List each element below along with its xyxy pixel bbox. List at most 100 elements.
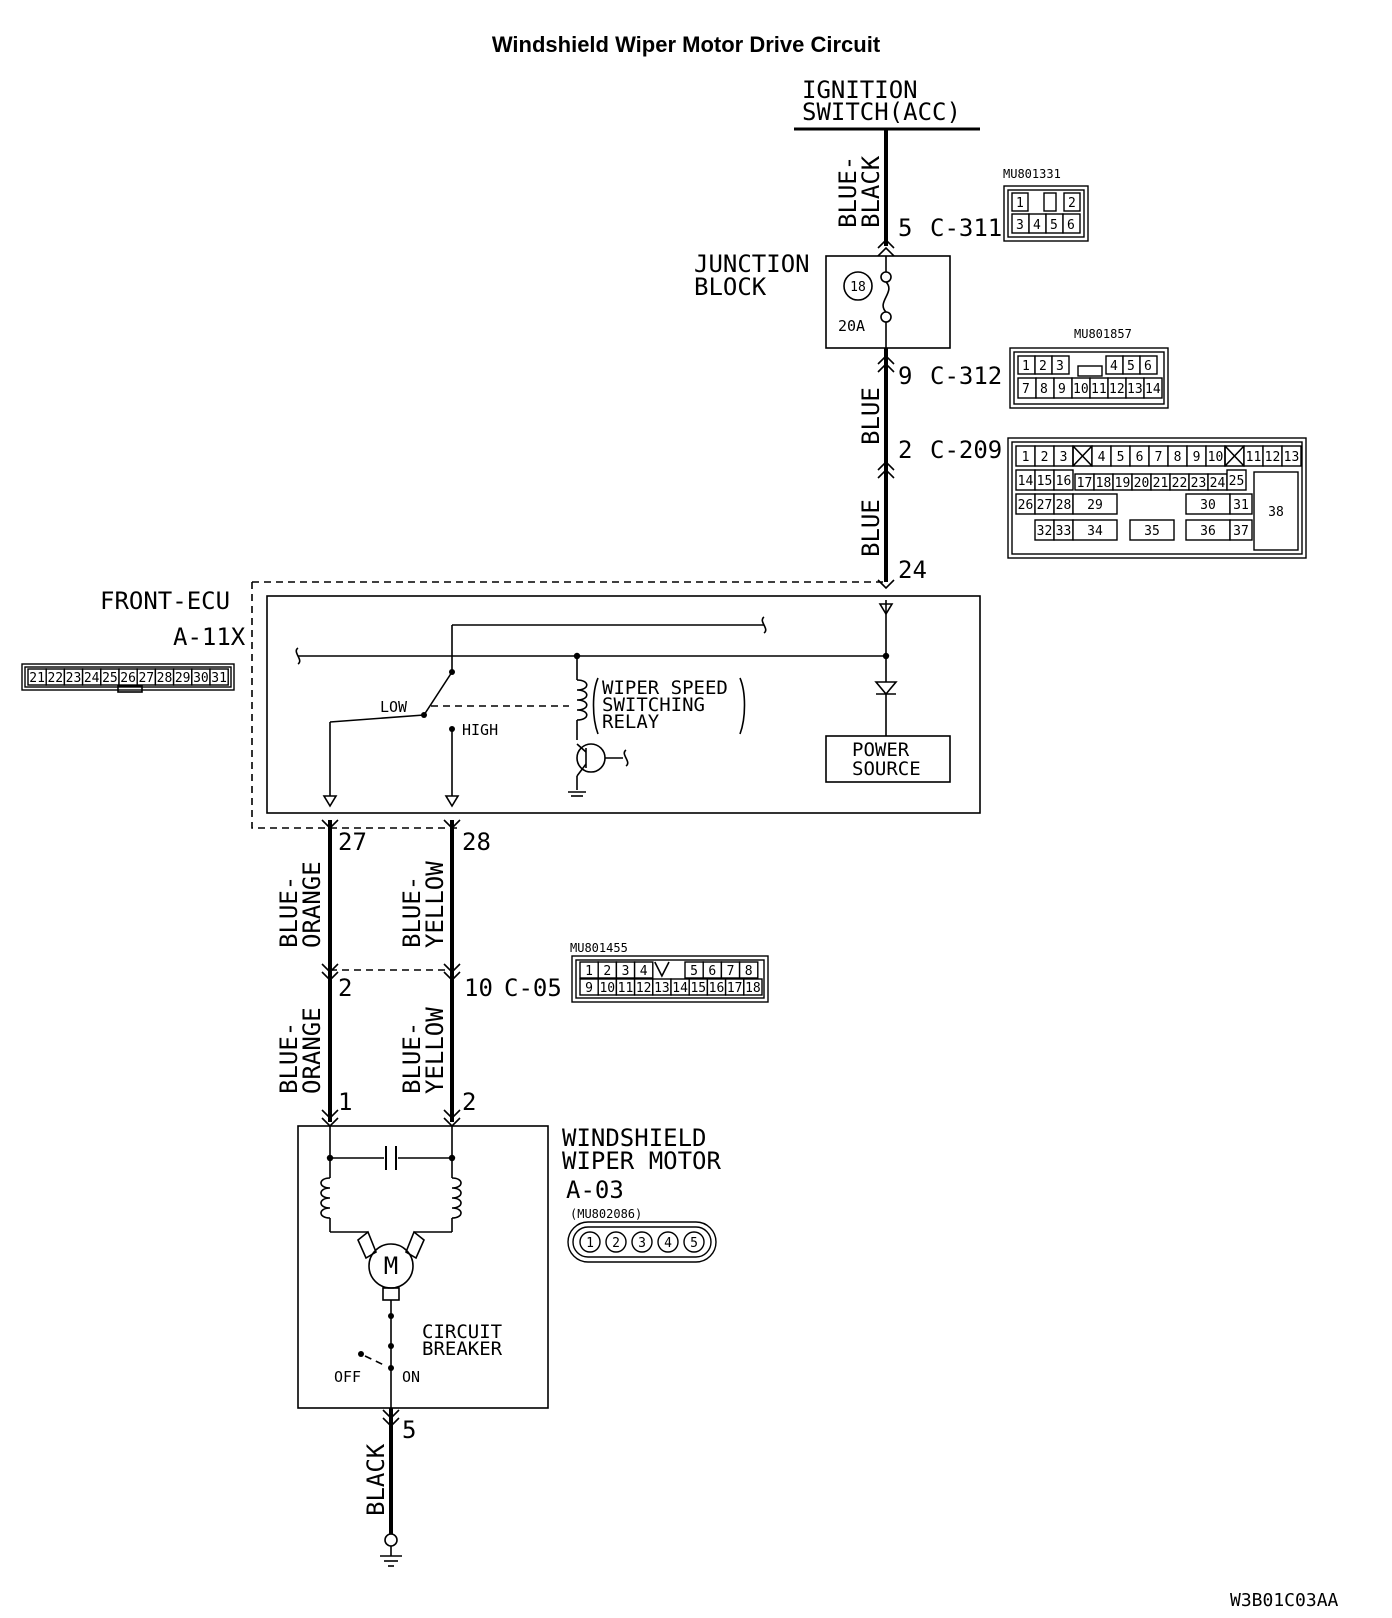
connector-pin-label: 26 <box>1018 498 1034 513</box>
connector-pin-label: 8 <box>745 964 753 979</box>
motor-label-1: WINDSHIELD <box>562 1124 707 1152</box>
connector-pin-label: 13 <box>1284 450 1300 465</box>
connector-pin-label: 38 <box>1268 505 1284 520</box>
connector-pin-label: 9 <box>585 981 593 996</box>
connector-pin-label: 18 <box>745 981 761 996</box>
connector-pin-label: 14 <box>1018 474 1034 489</box>
fuse-rating: 20A <box>838 317 865 335</box>
ignition-switch: IGNITION SWITCH(ACC) <box>794 76 980 131</box>
connector-pin-label: 24 <box>1210 476 1226 491</box>
connector-pin-label: 16 <box>1056 474 1072 489</box>
connector-pin-label: 5 <box>1117 450 1125 465</box>
junction-label-2: BLOCK <box>694 273 767 301</box>
connector-pin-label: 7 <box>1155 450 1163 465</box>
svg-text:13: 13 <box>1127 382 1143 397</box>
connector-pin-label: 6 <box>1136 450 1144 465</box>
connector-c311-pin: 5 <box>898 214 912 242</box>
connector-pin-label: 5 <box>690 964 698 979</box>
fuse-number: 18 <box>850 280 866 295</box>
connector-pin-label: 15 <box>690 981 706 996</box>
connector-pin-label: 3 <box>1060 450 1068 465</box>
switch-low-label: LOW <box>380 698 408 716</box>
connector-pin-label: 15 <box>1037 474 1053 489</box>
connector-pin-label: 11 <box>618 981 634 996</box>
connector-pin-label: 19 <box>1115 476 1131 491</box>
connector-pin-label: 27 <box>1037 498 1053 513</box>
connector-c05-id: C-05 <box>504 974 562 1002</box>
diode-icon <box>874 681 898 696</box>
connector-c311-id: C-311 <box>930 214 1002 242</box>
connector-face-mu801331: MU801331 1 2 3 4 5 6 <box>1003 167 1089 242</box>
breaker-on-label: ON <box>402 1368 420 1386</box>
front-ecu-label-2: A-11X <box>173 623 246 651</box>
svg-text:6: 6 <box>1067 218 1075 233</box>
connector-pin-label: 11 <box>1246 450 1262 465</box>
switch-high-label: HIGH <box>462 721 498 739</box>
svg-text:YELLOW: YELLOW <box>421 861 449 948</box>
connector-pin-label: 3 <box>622 964 630 979</box>
connector-pin-label: 34 <box>1087 524 1103 539</box>
motor-label-2: WIPER MOTOR <box>562 1147 721 1175</box>
connector-pin-label: 21 <box>29 671 45 686</box>
connector-pin-label: 36 <box>1200 524 1216 539</box>
connector-motor-2-pin: 2 <box>462 1088 476 1116</box>
wire-label-blue-yellow-lower: BLUE- YELLOW <box>398 1007 449 1094</box>
connector-motor-5-pin: 5 <box>402 1416 416 1444</box>
connector-pin-label: 29 <box>175 671 191 686</box>
connector-pin-label: 13 <box>654 981 670 996</box>
connector-pin-label: 12 <box>1265 450 1281 465</box>
svg-text:(MU802086): (MU802086) <box>570 1207 642 1221</box>
svg-text:5: 5 <box>1050 218 1058 233</box>
connector-pin-label: 30 <box>193 671 209 686</box>
connector-pin-label: 2 <box>1041 450 1049 465</box>
svg-text:10: 10 <box>1073 382 1089 397</box>
ignition-label-1: IGNITION <box>802 76 918 104</box>
svg-text:1: 1 <box>1016 196 1024 211</box>
connector-pin-label: 12 <box>636 981 652 996</box>
breaker-label-1: CIRCUIT <box>422 1321 502 1343</box>
svg-text:BLUE-: BLUE- <box>275 876 303 948</box>
svg-text:BLUE-: BLUE- <box>834 156 862 228</box>
connector-pin-label: 4 <box>1098 450 1106 465</box>
svg-text:14: 14 <box>1145 382 1161 397</box>
connector-pin-label: 2 <box>612 1236 620 1251</box>
connector-pin-label: 32 <box>1037 524 1053 539</box>
wire-label-blue-orange-upper: BLUE- ORANGE <box>275 861 326 948</box>
wire-label-blue-2: BLUE <box>857 499 885 557</box>
svg-text:2: 2 <box>1039 359 1047 374</box>
wire-label-black: BLACK <box>362 1443 390 1516</box>
junction-block: JUNCTION BLOCK 18 20A <box>694 250 951 349</box>
power-source-label-2: SOURCE <box>852 758 921 780</box>
wire-label-blue-1: BLUE <box>857 387 885 445</box>
motor-label-3: A-03 <box>566 1176 624 1204</box>
wire-label-blue-black: BLUE- BLACK <box>834 155 885 228</box>
connector-pin-label: 30 <box>1200 498 1216 513</box>
svg-text:3: 3 <box>1016 218 1024 233</box>
connector-pin-label: 25 <box>102 671 118 686</box>
connector-pin-label: 25 <box>1229 474 1245 489</box>
connector-pin-label: 9 <box>1193 450 1201 465</box>
connector-pin-label: 29 <box>1087 498 1103 513</box>
connector-c209-pin: 2 <box>898 436 912 464</box>
junction-label-1: JUNCTION <box>694 250 810 278</box>
connector-pin-label: 31 <box>1233 498 1249 513</box>
relay-coil-icon <box>576 679 588 721</box>
connector-pin-label: 27 <box>138 671 154 686</box>
power-source-box <box>825 735 951 783</box>
svg-text:1: 1 <box>1022 359 1030 374</box>
svg-text:BLUE-: BLUE- <box>398 1022 426 1094</box>
svg-text:8: 8 <box>1040 382 1048 397</box>
connector-pin-label: 17 <box>727 981 743 996</box>
connector-pin-label: 33 <box>1056 524 1072 539</box>
windshield-wiper-motor: WINDSHIELD WIPER MOTOR A-03 M CIRCUIT BR… <box>297 1124 721 1409</box>
connector-pin-label: 10 <box>599 981 615 996</box>
connector-pin-label: 17 <box>1077 476 1093 491</box>
connector-pin-label: 23 <box>66 671 82 686</box>
wire-label-blue-yellow-upper: BLUE- YELLOW <box>398 861 449 948</box>
front-ecu: FRONT-ECU A-11X <box>100 581 981 829</box>
diagram-title: Windshield Wiper Motor Drive Circuit <box>492 32 881 57</box>
relay-label-1: WIPER SPEED <box>602 677 728 699</box>
